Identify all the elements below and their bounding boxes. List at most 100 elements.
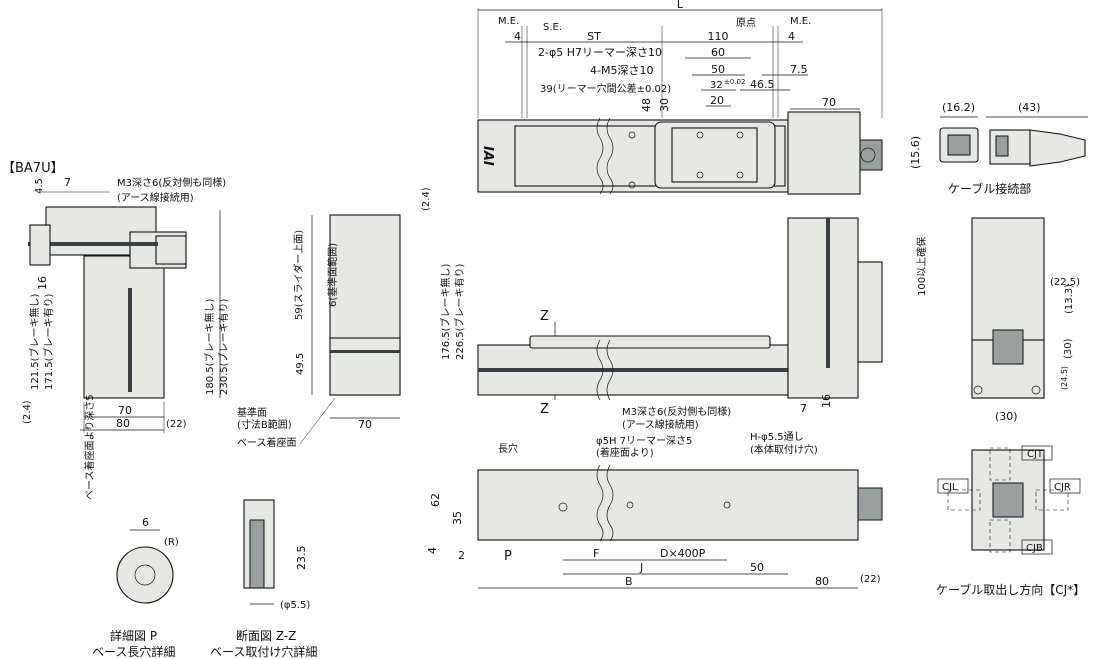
note-hole2: (本体取付け穴): [750, 443, 818, 456]
note-m3b: (アース線接続用): [117, 191, 194, 204]
label-se: S.E.: [543, 22, 562, 33]
detail-p: ベース着座面より深さ5 6 (R) 詳細図 P ベース長穴詳細: [83, 394, 179, 659]
dim-230-5: 230.5(ブレーキ有り): [217, 298, 230, 395]
section-mark-z-top: Z: [540, 309, 549, 324]
dim-F: F: [593, 547, 599, 560]
dim-20: 20: [710, 94, 724, 107]
cable-connection-label: ケーブル接続部: [948, 181, 1031, 196]
dim-24-5: (24.5): [1060, 366, 1069, 390]
dim-70-side: 70: [358, 418, 372, 431]
label-base-face: ベース着座面: [237, 436, 297, 449]
dim-16-front: 16: [820, 394, 833, 408]
dim-L: L: [677, 0, 684, 11]
dim-16-2: (16.2): [942, 101, 975, 114]
cable-direction-view: CJT CJL CJR CJB ケーブル取出し方向【CJ*】: [936, 445, 1085, 597]
label-ref-face: 基準面: [237, 406, 267, 419]
note-m3-front: M3深さ6(反対側も同様): [622, 405, 731, 418]
dim-62: 62: [429, 493, 442, 507]
dim-D: D×400P: [660, 547, 706, 560]
dim-48: 48: [640, 98, 653, 112]
dim-2-4-side: (2.4): [421, 187, 432, 211]
dim-16: 16: [36, 276, 49, 290]
section-z-subtitle: ベース取付け穴詳細: [210, 644, 317, 659]
dim-13-3: (13.3): [1064, 284, 1075, 314]
dim-121-5: 121.5(ブレーキ無し): [28, 293, 41, 390]
model-title: 【BA7U】: [2, 161, 64, 176]
top-view: L M.E. S.E. 原点 M.E. 4 ST 110 4 2-φ5 H7リー…: [477, 0, 883, 195]
dim-radius: (R): [164, 537, 179, 548]
side-view: (2.4) 59(スライダー上面) 6(基準面範囲) 49.5 176.5(ブレ…: [237, 187, 466, 449]
bottom-view: 長穴 φ5H 7リーマー深さ5 (着座面より) H-φ5.5通し (本体取付け穴…: [426, 431, 883, 589]
dim-6: 6: [142, 516, 149, 529]
dim-7-front: 7: [800, 402, 807, 415]
dim-70: 70: [822, 96, 836, 109]
dim-J: J: [639, 561, 643, 574]
cable-direction-label: ケーブル取出し方向【CJ*】: [936, 582, 1085, 597]
dim-176-5: 176.5(ブレーキ無し): [439, 263, 452, 360]
dim-80-bottom: 80: [815, 575, 829, 588]
dim-15-6: (15.6): [909, 136, 922, 169]
dim-2-bottom: 2: [458, 549, 465, 562]
note-m5: 4-M5深さ10: [590, 64, 653, 77]
dim-80-left: 80: [116, 417, 130, 430]
note-clearance: 100以上確保: [915, 237, 928, 296]
note-ream: φ5H 7リーマー深さ5: [596, 435, 692, 447]
dim-46-5: 46.5: [750, 78, 775, 91]
dim-slider-top: 59(スライダー上面): [292, 230, 305, 320]
label-slot: 長穴: [498, 442, 518, 455]
note-m3: M3深さ6(反対側も同様): [117, 176, 226, 189]
section-mark-z-bottom: Z: [540, 402, 549, 417]
dim-phi-5-5: (φ5.5): [280, 600, 310, 611]
dim-4-5: 4.5: [34, 178, 45, 194]
dim-50-bottom: 50: [750, 561, 764, 574]
dim-43: (43): [1018, 101, 1041, 114]
cable-connection-detail: (16.2) (43) (15.6) ケーブル接続部: [909, 101, 1088, 196]
dim-st: ST: [587, 30, 601, 43]
dim-50: 50: [711, 63, 725, 76]
dim-B: B: [625, 575, 633, 588]
note-m3b-front: (アース線接続用): [622, 418, 699, 431]
dim-me-4: 4: [514, 30, 521, 43]
dim-180-5: 180.5(ブレーキ無し): [203, 298, 216, 395]
dim-30-horizontal: (30): [995, 410, 1018, 423]
dim-22-bottom: (22): [860, 574, 881, 585]
dim-110: 110: [708, 30, 729, 43]
dim-depth-5: ベース着座面より深さ5: [83, 394, 96, 500]
dim-ref-range: 6(基準面範囲): [326, 243, 339, 307]
label-cjr: CJR: [1054, 482, 1071, 493]
dim-32: 32: [710, 80, 723, 91]
dim-7-5: 7.5: [790, 63, 808, 76]
dim-70-left: 70: [118, 404, 132, 417]
front-view: Z Z 100以上確保 M3深さ6(反対側も同様) (アース線接続用) 7 16: [477, 217, 928, 431]
dim-60: 60: [711, 46, 725, 59]
label-cjl: CJL: [942, 482, 958, 493]
label-cjt: CJT: [1027, 449, 1044, 460]
detail-p-title: 詳細図 P: [110, 628, 157, 643]
dim-7: 7: [64, 176, 71, 189]
label-me-right: M.E.: [790, 16, 811, 27]
note-ream2: (着座面より): [596, 446, 654, 459]
dim-4-bottom: 4: [426, 547, 439, 554]
label-origin: 原点: [736, 17, 756, 29]
section-z-title: 断面図 Z-Z: [236, 628, 296, 643]
dim-me-4b: 4: [788, 30, 795, 43]
dim-22-5: (22.5): [1050, 277, 1080, 288]
dim-2-4-left: (2.4): [22, 400, 33, 424]
dim-23-5: 23.5: [295, 546, 308, 571]
dim-49-5: 49.5: [295, 353, 306, 375]
right-end-view: (22.5) (13.3) (30) (24.5) (30): [971, 217, 1080, 423]
detail-mark-p: P: [504, 549, 512, 564]
dim-22-left: (22): [166, 419, 187, 430]
left-end-view: 4.5 7 M3深さ6(反対側も同様) (アース線接続用) 16 121.5(ブ…: [22, 176, 230, 433]
label-me-left: M.E.: [498, 16, 519, 27]
dim-32-tol: ±0.02: [724, 78, 745, 86]
dim-226-5: 226.5(ブレーキ有り): [453, 263, 466, 360]
logo-iai: IAI: [480, 146, 495, 166]
note-reamer: 2-φ5 H7リーマー深さ10: [538, 46, 662, 59]
note-reamer-tol: 39(リーマー穴間公差±0.02): [540, 82, 671, 95]
note-hole: H-φ5.5通し: [750, 431, 804, 443]
label-ref-face2: (寸法B範囲): [237, 418, 292, 431]
dim-30: 30: [658, 98, 671, 112]
dim-35: 35: [451, 511, 464, 525]
